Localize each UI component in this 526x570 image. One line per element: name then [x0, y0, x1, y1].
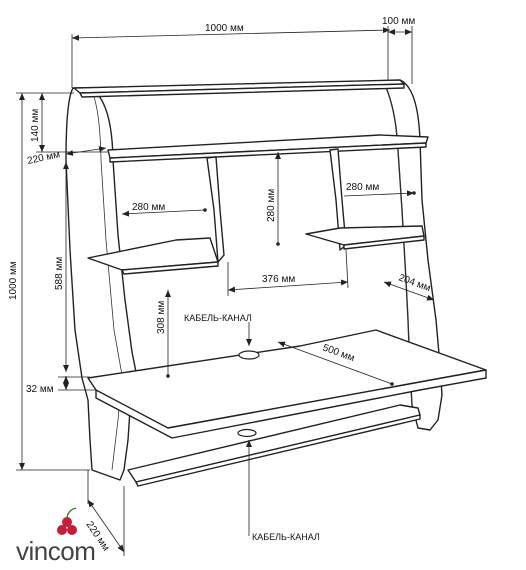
dim-leg-height: 308 мм [156, 301, 167, 334]
vincom-logo: vincom [16, 507, 96, 566]
cable-channel-label-bottom: КАБЕЛЬ-КАНАЛ [252, 532, 320, 542]
cherry-icon [57, 525, 67, 535]
right-small-shelf [305, 225, 425, 246]
dim-table-thickness: 32 мм [26, 384, 54, 395]
dim-depth-top: 100 мм [382, 16, 415, 27]
dim-height-total: 1000 мм [8, 261, 19, 300]
dim-niche-height: 280 мм [266, 189, 277, 222]
left-divider [206, 156, 225, 263]
brand-name: vincom [16, 536, 95, 566]
dim-width-total: 1000 мм [205, 23, 244, 34]
cable-hole-top [238, 350, 260, 360]
dim-shelf-top-height: 140 мм [30, 109, 41, 142]
dim-height-588: 588 мм [54, 257, 65, 290]
cable-hole-bottom [237, 428, 257, 438]
cherry-icon [67, 525, 77, 535]
dim-shelf-right-width: 280 мм [346, 182, 379, 193]
cable-channel-label-top: КАБЕЛЬ-КАНАЛ [184, 313, 252, 323]
dim-niche-width: 376 мм [262, 274, 295, 285]
left-small-shelf [87, 237, 219, 271]
second-shelf [107, 134, 429, 159]
dim-shelf-left-width: 280 мм [132, 202, 165, 213]
lower-shelf [127, 404, 421, 483]
dim-side-depth-upper: 220 мм [26, 149, 61, 167]
dimension-lines [16, 26, 435, 556]
cherry-icon [62, 517, 72, 527]
desk-body [65, 79, 487, 487]
